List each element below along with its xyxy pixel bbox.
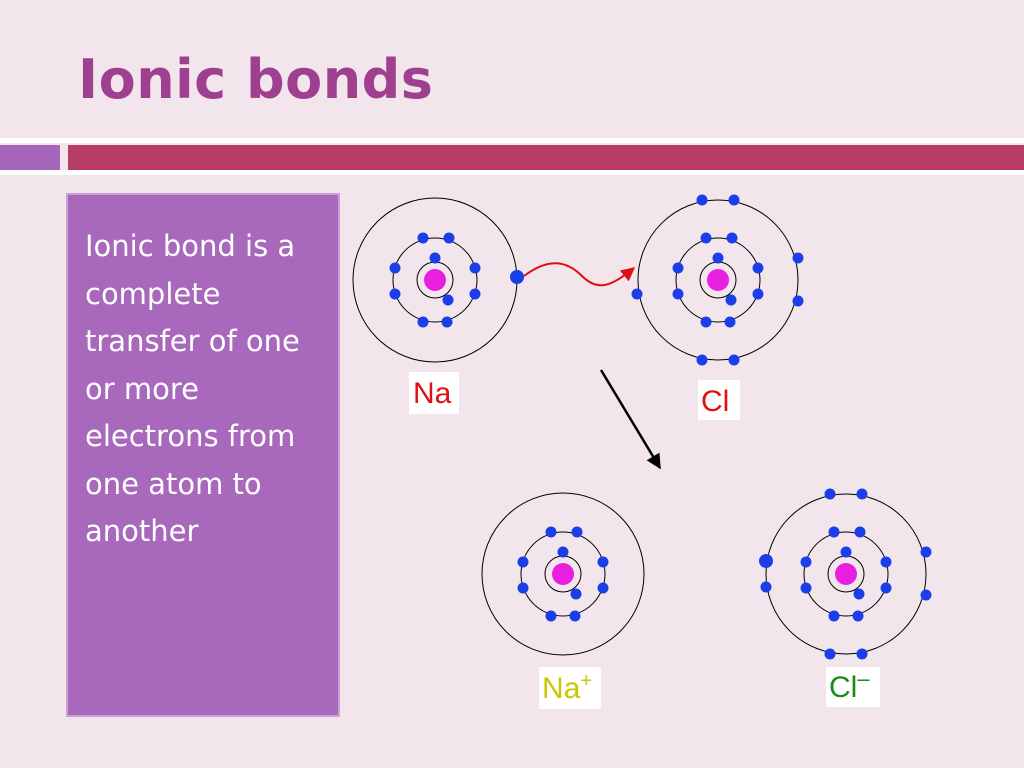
electron bbox=[442, 294, 454, 306]
nucleus bbox=[707, 269, 729, 291]
electron bbox=[853, 588, 865, 600]
electron bbox=[597, 556, 609, 568]
electron bbox=[726, 232, 738, 244]
electron bbox=[759, 554, 773, 568]
electron bbox=[792, 252, 804, 264]
electron bbox=[828, 526, 840, 538]
label-cl-ion: Cl– bbox=[829, 666, 870, 704]
label-bg-cl bbox=[698, 380, 740, 420]
header-rule-top bbox=[0, 138, 1024, 143]
nucleus bbox=[552, 563, 574, 585]
electron bbox=[672, 288, 684, 300]
electron bbox=[469, 262, 481, 274]
electron bbox=[920, 589, 932, 601]
electron bbox=[854, 526, 866, 538]
label-cl: Cl bbox=[701, 385, 729, 418]
electron bbox=[724, 316, 736, 328]
electron bbox=[880, 582, 892, 594]
label-na-ion: Na+ bbox=[542, 670, 592, 705]
electron bbox=[569, 610, 581, 622]
electron bbox=[672, 262, 684, 274]
electron bbox=[557, 546, 569, 558]
electron bbox=[696, 194, 708, 206]
electron bbox=[856, 648, 868, 660]
slide-title: Ionic bonds bbox=[78, 48, 434, 111]
electron bbox=[752, 288, 764, 300]
header-bar-accent bbox=[0, 145, 60, 170]
reaction-arrow bbox=[599, 369, 662, 470]
electron bbox=[824, 488, 836, 500]
electron bbox=[389, 262, 401, 274]
orbit bbox=[481, 492, 645, 656]
label-na-ion-symbol: Na bbox=[542, 672, 581, 705]
electron bbox=[712, 252, 724, 264]
label-na: Na bbox=[413, 377, 452, 410]
electron bbox=[760, 581, 772, 593]
sodium-atom bbox=[352, 197, 524, 363]
electron bbox=[443, 232, 455, 244]
electron bbox=[800, 582, 812, 594]
electron bbox=[570, 588, 582, 600]
electron bbox=[800, 556, 812, 568]
electron bbox=[840, 546, 852, 558]
electron bbox=[517, 582, 529, 594]
label-bg-na-ion bbox=[539, 667, 601, 709]
electron bbox=[856, 488, 868, 500]
header-bar bbox=[68, 145, 1024, 170]
electron bbox=[510, 270, 524, 284]
electron bbox=[696, 354, 708, 366]
orbit bbox=[765, 493, 927, 655]
electron bbox=[545, 526, 557, 538]
electron bbox=[597, 582, 609, 594]
electron bbox=[441, 316, 453, 328]
label-bg-na bbox=[409, 372, 459, 414]
electron bbox=[517, 556, 529, 568]
orbit bbox=[520, 531, 606, 617]
electron bbox=[545, 610, 557, 622]
nucleus bbox=[835, 563, 857, 585]
electron bbox=[417, 232, 429, 244]
orbit bbox=[637, 199, 799, 361]
electron bbox=[700, 232, 712, 244]
electron bbox=[389, 288, 401, 300]
electron bbox=[631, 288, 643, 300]
electron bbox=[792, 295, 804, 307]
electron bbox=[920, 546, 932, 558]
electron bbox=[469, 288, 481, 300]
electron bbox=[828, 610, 840, 622]
chlorine-atom bbox=[631, 194, 804, 366]
electron-transfer-arrow bbox=[523, 262, 636, 287]
orbit bbox=[803, 531, 889, 617]
electron bbox=[429, 252, 441, 264]
label-bg-cl-ion bbox=[826, 667, 880, 707]
orbit bbox=[392, 237, 478, 323]
orbit bbox=[675, 237, 761, 323]
electron bbox=[700, 316, 712, 328]
label-cl-ion-symbol: Cl bbox=[829, 671, 857, 704]
electron bbox=[852, 610, 864, 622]
definition-text: Ionic bond is a complete transfer of one… bbox=[85, 229, 300, 548]
electron bbox=[417, 316, 429, 328]
definition-box: Ionic bond is a complete transfer of one… bbox=[66, 193, 340, 717]
electron bbox=[728, 354, 740, 366]
electron bbox=[752, 262, 764, 274]
chloride-ion bbox=[759, 488, 932, 660]
header-rule-bottom bbox=[0, 170, 1024, 175]
electron bbox=[880, 556, 892, 568]
label-na-ion-charge: + bbox=[580, 670, 592, 692]
electron bbox=[728, 194, 740, 206]
sodium-ion bbox=[481, 492, 645, 656]
electron bbox=[725, 294, 737, 306]
label-cl-ion-charge: – bbox=[857, 666, 870, 691]
nucleus bbox=[424, 269, 446, 291]
electron bbox=[571, 526, 583, 538]
electron bbox=[824, 648, 836, 660]
